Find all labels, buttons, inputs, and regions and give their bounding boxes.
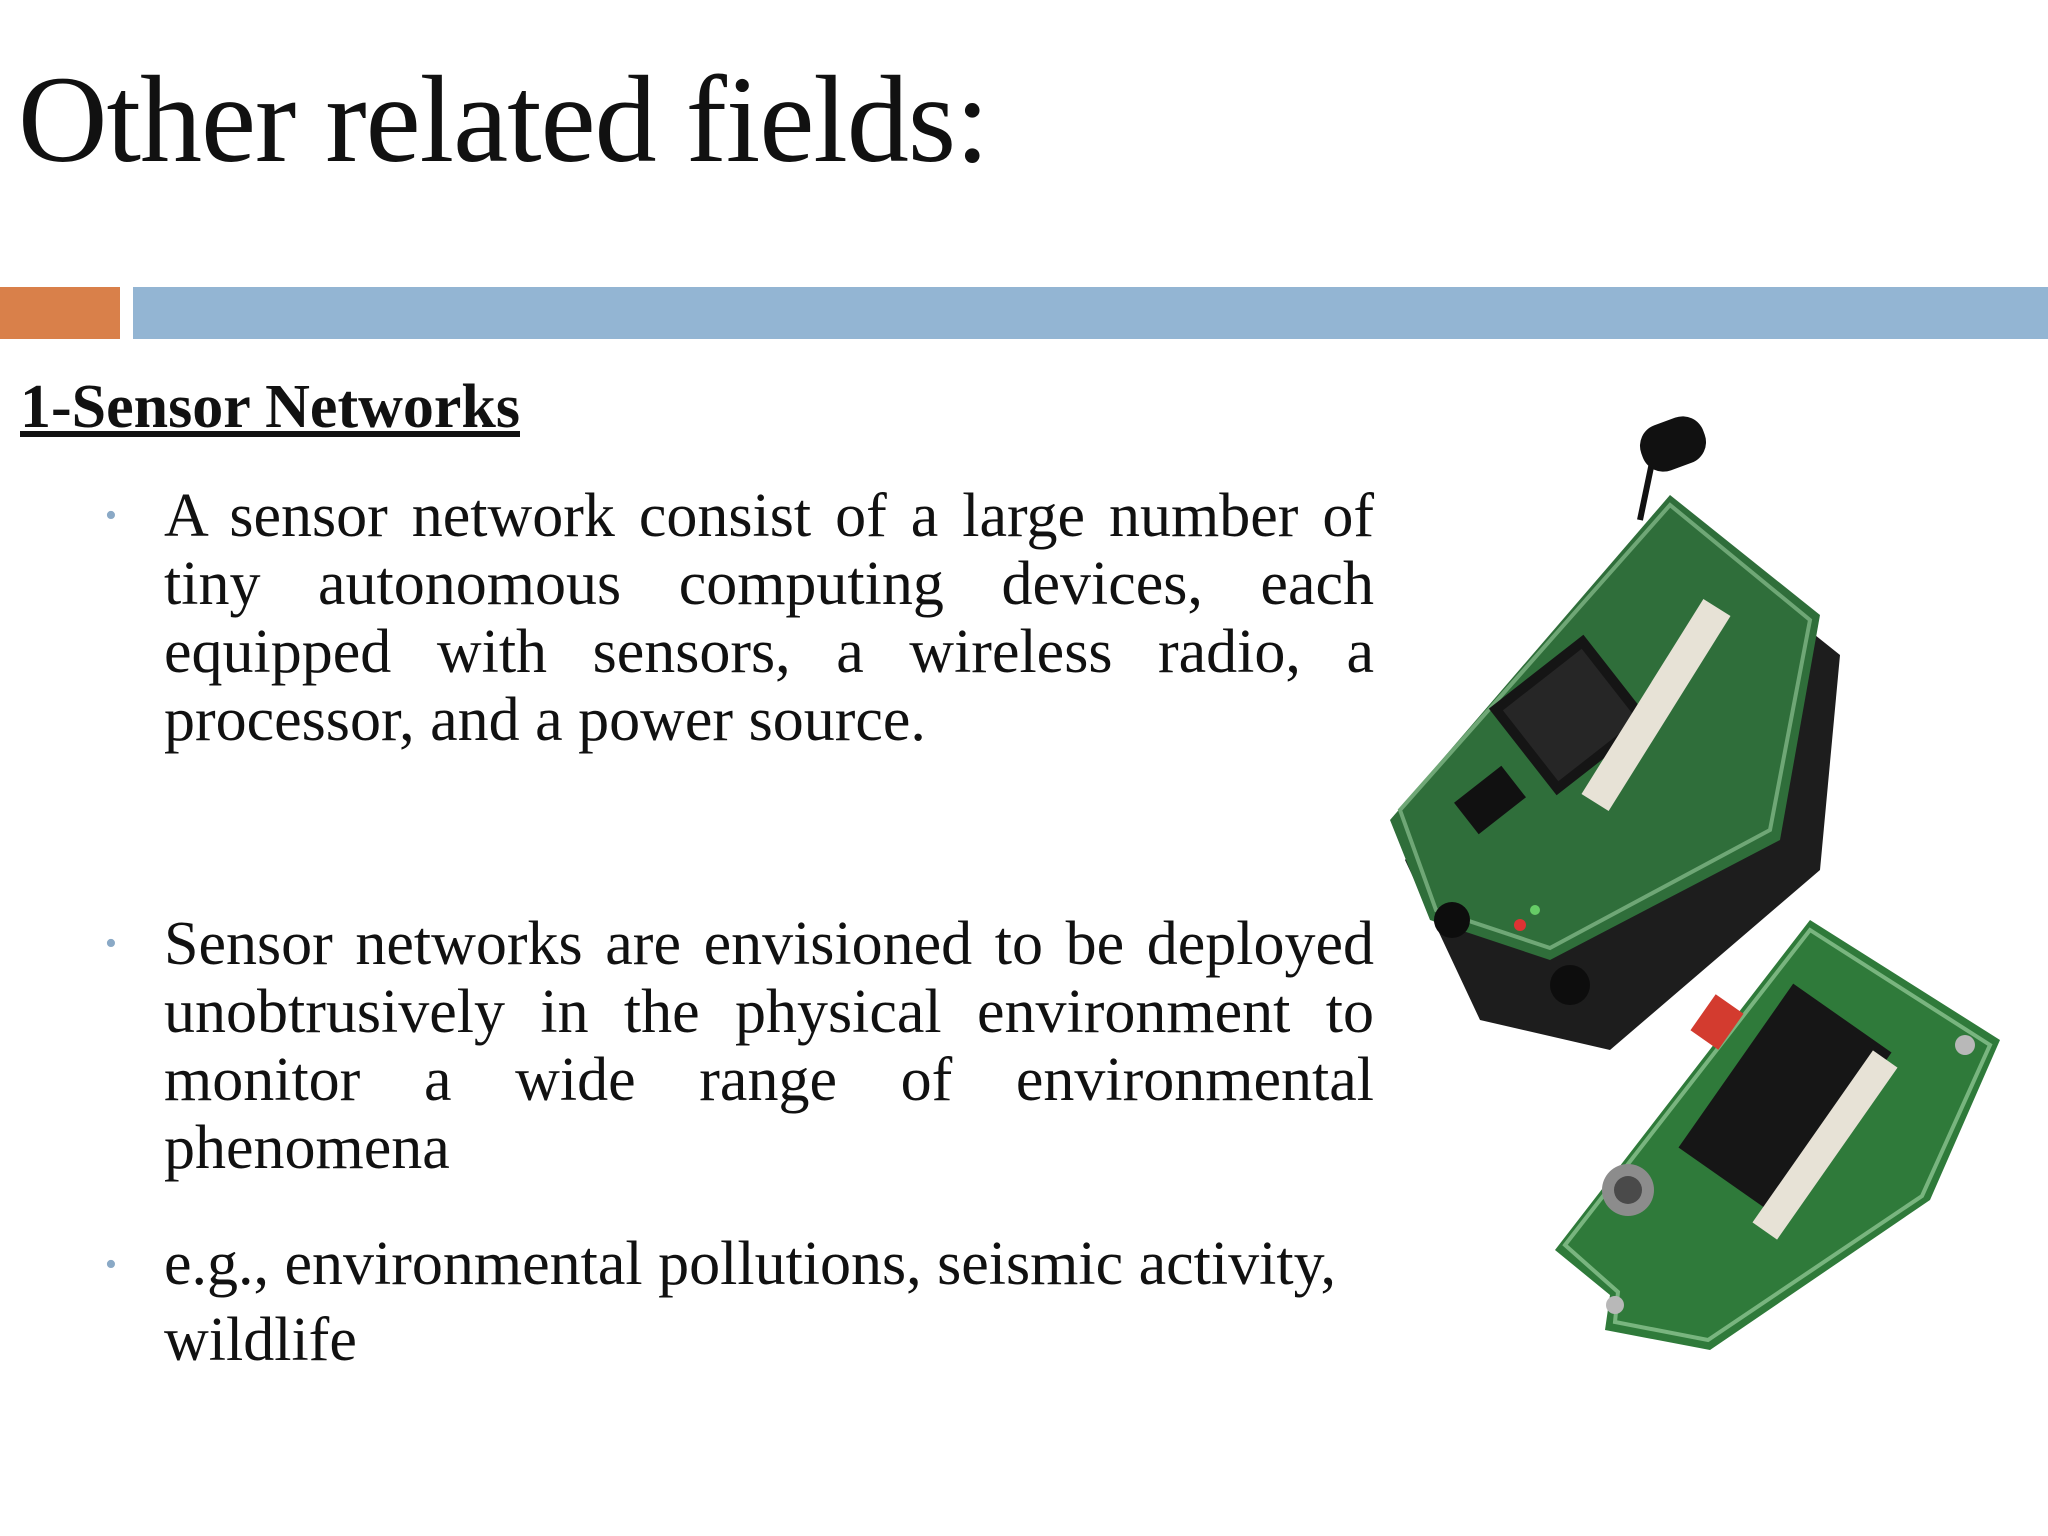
bullet-text: Sensor networks are envisioned to be dep… <box>164 910 1374 1182</box>
bullet-icon: • <box>105 925 117 962</box>
bullet-text: A sensor network consist of a large numb… <box>164 482 1374 754</box>
bullet-text: e.g., environmental pollutions, seismic … <box>164 1230 1337 1374</box>
bullet-icon: • <box>105 1246 117 1283</box>
sensor-mote-board-top <box>1390 416 1840 1050</box>
sensor-board-bottom <box>1555 920 2000 1350</box>
title-accent-blue-bar <box>133 287 2048 339</box>
section-heading: 1-Sensor Networks <box>20 373 520 441</box>
bullet-icon: • <box>105 497 117 534</box>
title-accent-orange-bar <box>0 287 120 339</box>
sensor-node-photo <box>1390 416 2000 1350</box>
slide-title: Other related fields: <box>18 51 990 188</box>
